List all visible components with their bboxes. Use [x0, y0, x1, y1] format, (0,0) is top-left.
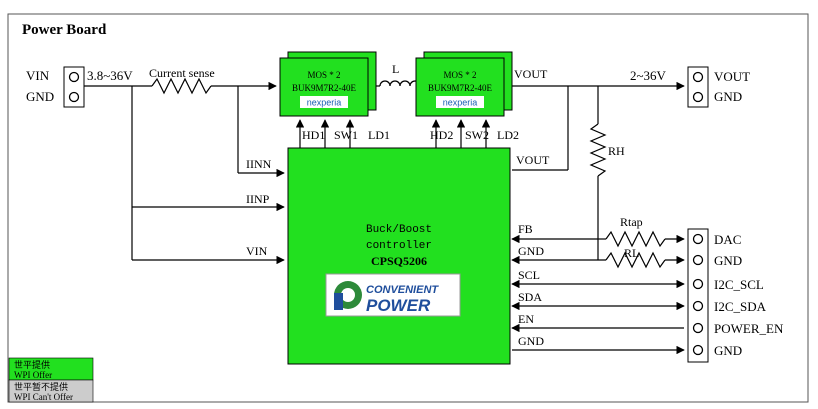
vout-top-label: VOUT: [514, 67, 548, 81]
rh-label: RH: [608, 144, 625, 158]
legend-nooffer-en: WPI Can't Offer: [14, 392, 73, 402]
fb-label: FB: [518, 222, 533, 236]
legend-nooffer-cn: 世平暂不提供: [14, 381, 68, 392]
controller-title-1: Buck/Boost: [366, 224, 432, 236]
output-pin-gnd: [692, 91, 704, 103]
mos1-pin-hd1: HD1: [302, 128, 325, 142]
header-pin-scl: [692, 278, 704, 290]
mos2-pin-ld2: LD2: [497, 128, 519, 142]
output-pin-vout: [692, 71, 704, 83]
current-sense-label: Current sense: [149, 66, 215, 80]
mos2-brand-logo: nexperia: [443, 98, 478, 108]
header-pin-gnd2: [692, 344, 704, 356]
logo-word-convenient: CONVENIENT: [366, 284, 439, 296]
mos1-line1: MOS * 2: [307, 70, 340, 80]
header-pin-sda: [692, 300, 704, 312]
mos2-line1: MOS * 2: [443, 70, 476, 80]
input-gnd-label: GND: [26, 89, 54, 104]
scl-label: SCL: [518, 268, 540, 282]
header-pin-dac: [692, 233, 704, 245]
input-pin-gnd: [68, 91, 80, 103]
board-border: [7, 13, 809, 403]
header-pin-en: [692, 322, 704, 334]
sda-label: SDA: [518, 290, 542, 304]
input-voltage-range: 3.8~36V: [87, 68, 133, 83]
header-label-gnd2: GND: [714, 343, 742, 358]
inductor-label: L: [392, 62, 399, 76]
vin-signal-label: VIN: [246, 244, 268, 258]
mos2-part: BUK9M7R2-40E: [428, 83, 493, 93]
mos2-pin-sw2: SW2: [465, 128, 489, 142]
input-vin-label: VIN: [26, 68, 50, 83]
en-label: EN: [518, 312, 534, 326]
header-label-sda: I2C_SDA: [714, 299, 767, 314]
output-gnd-label: GND: [714, 89, 742, 104]
current-sense-resistor: [151, 77, 212, 95]
rtap-resistor: [605, 230, 666, 248]
legend-nooffer-swatch: [8, 379, 94, 403]
mos1-pin-sw1: SW1: [334, 128, 358, 142]
header-connector: [687, 228, 709, 363]
controller-part: CPSQ5206: [371, 254, 427, 268]
mos1-brand-logo: nexperia: [307, 98, 342, 108]
output-voltage-range: 2~36V: [630, 68, 667, 83]
header-label-en: POWER_EN: [714, 321, 784, 336]
vout-signal-label: VOUT: [516, 153, 550, 167]
mos2-brand-box: [436, 96, 484, 108]
controller-title-2: controller: [366, 240, 432, 252]
legend-offer-cn: 世平提供: [14, 359, 50, 370]
rtap-label: Rtap: [620, 215, 643, 229]
board-title: Power Board: [22, 22, 107, 38]
gnd2-label: GND: [518, 334, 544, 348]
rl-label: RL: [624, 246, 639, 260]
iinp-label: IINP: [246, 192, 270, 206]
header-label-scl: I2C_SCL: [714, 277, 764, 292]
mos1-pin-ld1: LD1: [368, 128, 390, 142]
header-pin-gnd: [692, 254, 704, 266]
header-label-gnd: GND: [714, 253, 742, 268]
mos1-part: BUK9M7R2-40E: [292, 83, 357, 93]
legend-offer-en: WPI Offer: [14, 370, 52, 380]
mos2-pin-hd2: HD2: [430, 128, 453, 142]
header-label-dac: DAC: [714, 232, 741, 247]
iinn-label: IINN: [246, 157, 272, 171]
gnd1-label: GND: [518, 244, 544, 258]
logo-word-power: POWER: [366, 296, 431, 315]
inductor: [379, 80, 421, 87]
mos1-brand-box: [300, 96, 348, 108]
input-pin-vin: [68, 71, 80, 83]
rh-resistor: [589, 123, 607, 177]
controller-block: [287, 147, 511, 365]
output-vout-label: VOUT: [714, 69, 750, 84]
rl-resistor: [605, 251, 666, 269]
